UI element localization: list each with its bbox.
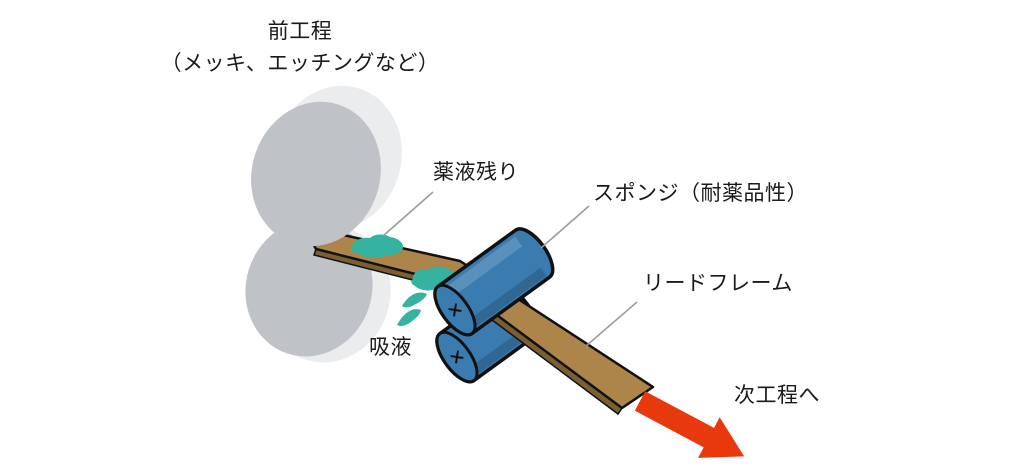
label-next-process: 次工程へ	[734, 384, 820, 407]
top-roller-face	[251, 101, 381, 247]
top-roller	[251, 85, 402, 247]
sponge-roller-bottom-axis-mark	[450, 350, 464, 364]
sponge-roller-top	[433, 227, 555, 337]
previous-process-title-line1: 前工程	[267, 20, 333, 43]
droplet-2	[397, 309, 421, 326]
lead-frame-belt	[301, 224, 655, 416]
leader-line-sponge	[540, 205, 590, 249]
label-absorb: 吸液	[369, 336, 412, 359]
sponge-roller-top-highlight	[444, 236, 523, 298]
absorbed-droplets	[397, 292, 427, 326]
sponge-roller-bottom-shade	[468, 326, 533, 377]
next-process-arrow	[634, 391, 745, 458]
label-sponge: スポンジ（耐薬品性）	[593, 182, 808, 205]
sponge-roller-top-axis-mark	[448, 303, 462, 317]
leader-line-lead-frame	[585, 301, 638, 347]
sponge-roller-top-shade	[466, 267, 547, 330]
previous-process-title-line2: （メッキ、エッチングなど）	[160, 52, 440, 75]
droplet-1	[402, 292, 427, 308]
label-lead-frame: リードフレーム	[643, 272, 793, 295]
residue-splotch-1	[351, 234, 404, 258]
label-residue: 薬液残り	[433, 161, 519, 184]
belt-surface	[301, 224, 655, 410]
previous-process-title: 前工程 （メッキ、エッチングなど）	[128, 16, 472, 80]
leader-line-residue	[382, 191, 434, 237]
